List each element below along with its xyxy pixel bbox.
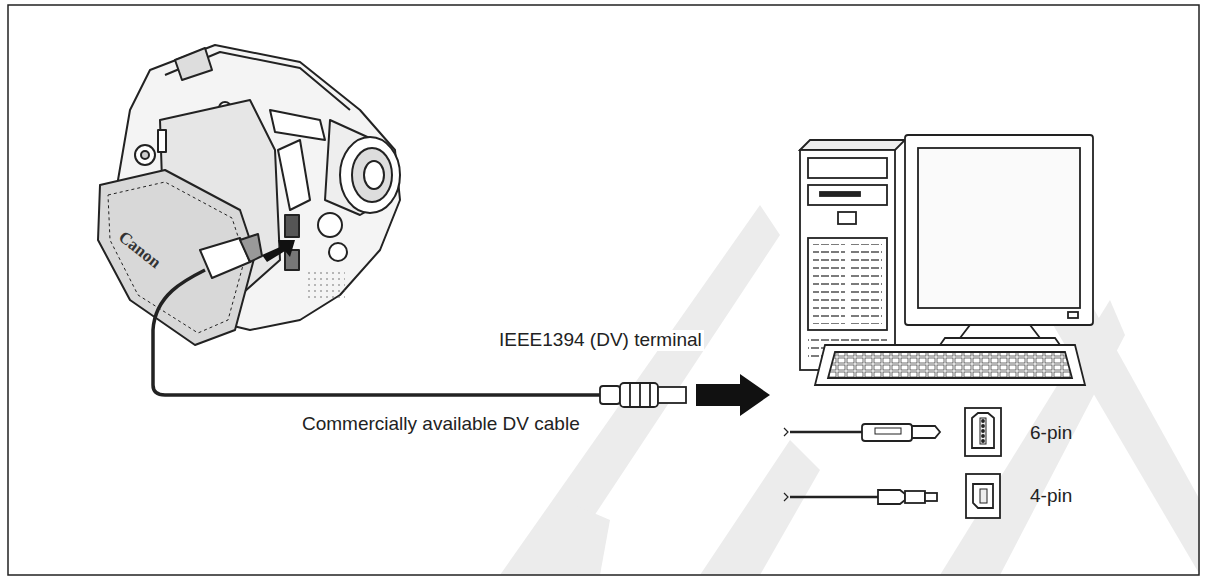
camcorder xyxy=(98,45,400,345)
watermark xyxy=(500,205,1200,575)
connect-arrow xyxy=(696,374,770,416)
dv-plug xyxy=(600,383,686,407)
computer xyxy=(800,135,1093,385)
insert-arrow xyxy=(262,240,295,262)
six-pin-cable xyxy=(784,408,1001,456)
frame xyxy=(8,5,1199,575)
pin-label: 6-pin xyxy=(1030,423,1072,444)
terminal-label: IEEE1394 (DV) terminal xyxy=(497,330,704,351)
pin-label: 4-pin xyxy=(1030,486,1072,507)
four-pin-cable xyxy=(784,474,1000,518)
cable-label: Commercially available DV cable xyxy=(300,414,582,435)
